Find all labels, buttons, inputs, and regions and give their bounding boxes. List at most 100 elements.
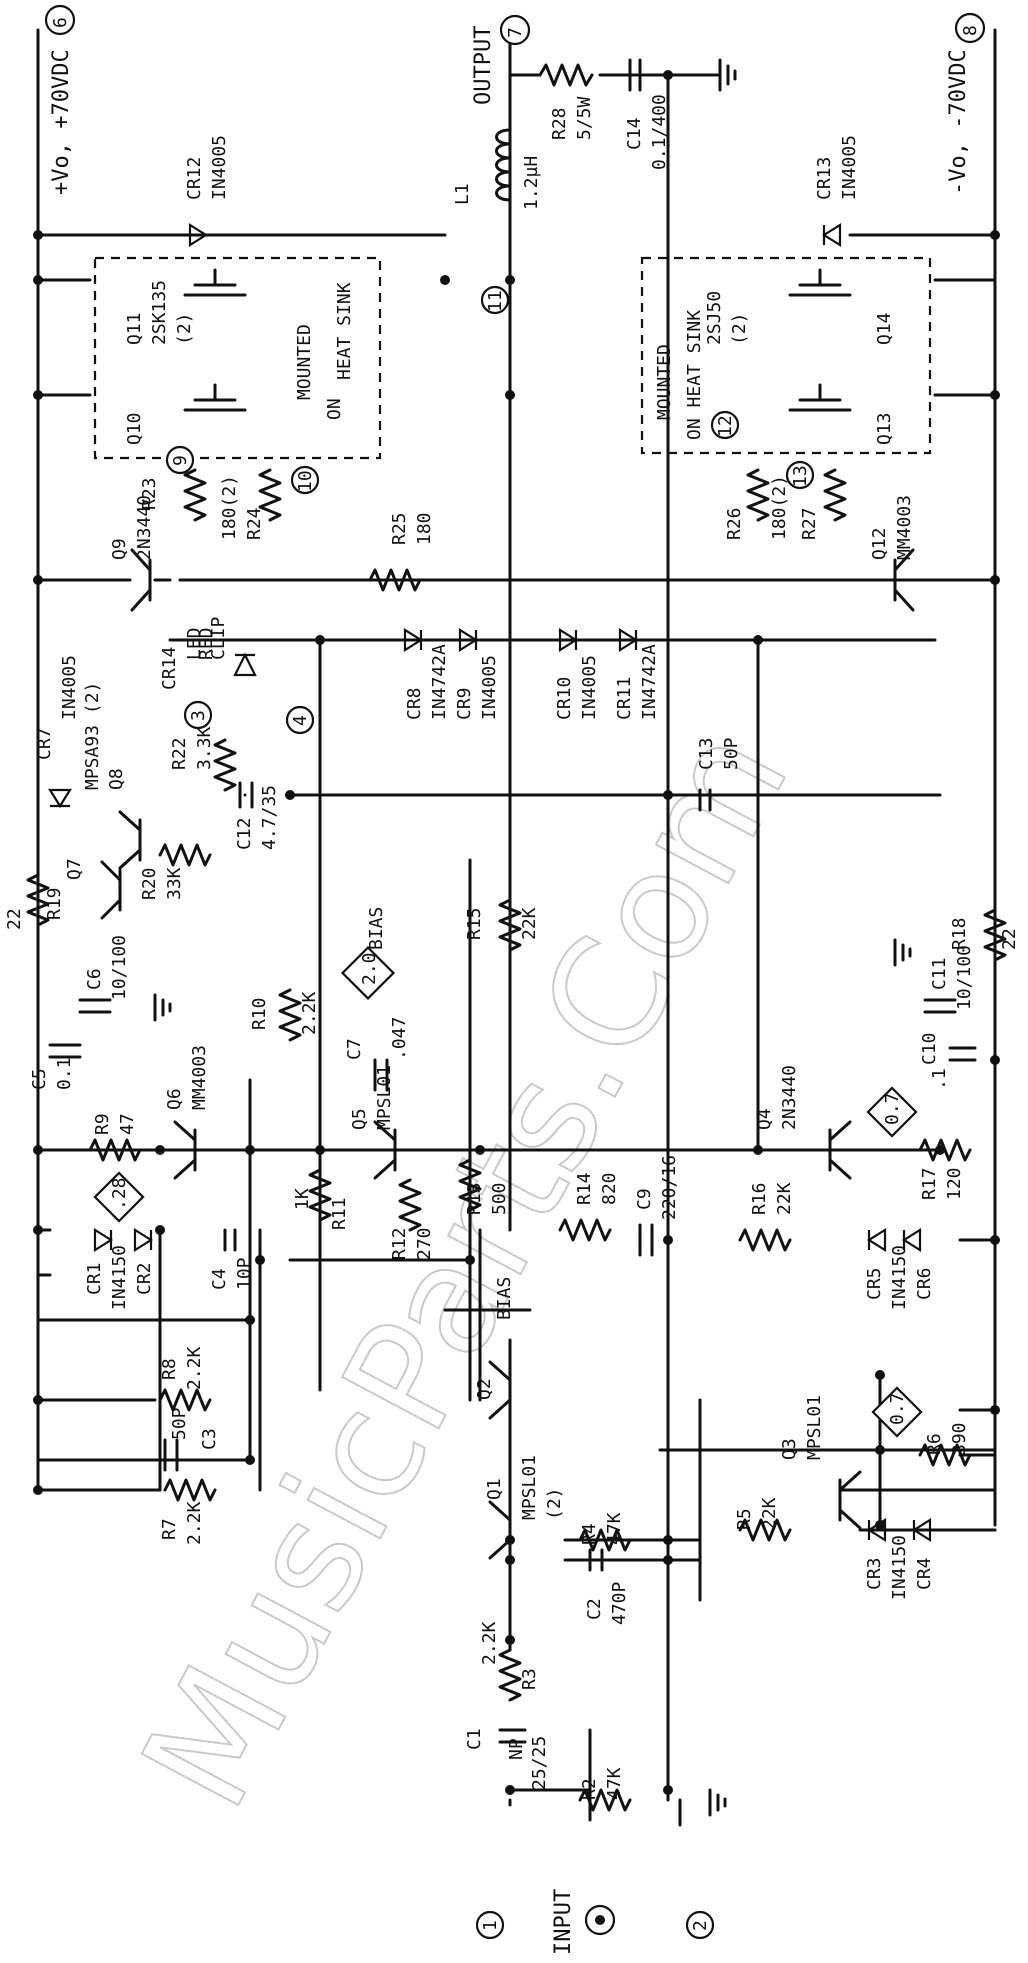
value-r12: 270: [414, 1227, 435, 1260]
label-r6: R6: [924, 1433, 945, 1455]
value-cr9: IN4005: [479, 655, 500, 720]
label-c12: C12: [234, 817, 255, 850]
transistor-q4: [828, 1120, 852, 1180]
diodes: [48, 223, 932, 1542]
resistor-r28: [538, 63, 594, 87]
ground-output: [718, 58, 737, 92]
bias-label-2: BIAS: [494, 1277, 515, 1320]
terminal-10: 10: [295, 470, 316, 492]
value-c13: 50P: [721, 737, 742, 770]
transistor-q1: [488, 1500, 512, 1560]
value-c7: .047: [389, 1017, 410, 1060]
mosfet-q11: [183, 268, 247, 297]
label-q14: Q14: [874, 312, 895, 345]
diamond-0-7a: [866, 1086, 918, 1138]
label-cr14: CR14: [159, 647, 180, 690]
watermark: MusicParts.Com: [109, 700, 824, 1836]
label-q4: Q4: [754, 1108, 775, 1130]
label-neg-rail: -Vo, -70VDC: [946, 49, 971, 195]
value-r4: 47K: [604, 1512, 625, 1545]
value-r22: 3.3K: [194, 726, 215, 770]
capacitor-c9: [638, 1223, 654, 1257]
value-q8: MPSA93 (2): [82, 682, 103, 790]
terminal-12: 12: [715, 415, 736, 437]
diode-cr3: [866, 1518, 887, 1542]
value-cr12: IN4005: [209, 135, 230, 200]
value-c9: 220/16: [659, 1155, 680, 1220]
value-q11b: (2): [174, 312, 195, 345]
capacitor-c5: [48, 1043, 82, 1059]
value-q11: 2SK135: [149, 280, 170, 345]
label-q9: Q9: [109, 538, 130, 560]
label-c13: C13: [696, 737, 717, 770]
value-cr14: LED: [184, 627, 205, 660]
label-r7: R7: [159, 1518, 180, 1540]
value-r14: 820: [599, 1172, 620, 1205]
label-r3: R3: [519, 1668, 540, 1690]
value-cr5: IN4150: [889, 1245, 910, 1310]
diode-cr2: [133, 1228, 154, 1252]
label-q8: Q8: [106, 768, 127, 790]
ground-c6: [153, 993, 172, 1022]
value-r17: 120: [944, 1167, 965, 1200]
transistor-q3: [838, 1470, 862, 1530]
value-q1: MPSL01: [519, 1455, 540, 1520]
value-c10: .1: [929, 1068, 950, 1090]
label-c10: C10: [919, 1032, 940, 1065]
diode-cr9: [458, 628, 479, 652]
resistor-r14: [558, 1218, 612, 1242]
label-cr13: CR13: [814, 157, 835, 200]
resistor-r24: [258, 468, 282, 522]
mosfet-q13: [788, 383, 852, 412]
capacitors: [48, 58, 977, 1744]
label-c7: C7: [344, 1038, 365, 1060]
resistor-r27: [823, 468, 847, 522]
transistor-q8: [118, 810, 142, 870]
label-r22: R22: [169, 737, 190, 770]
capacitor-c7: [373, 1058, 389, 1092]
label-c9: C9: [634, 1188, 655, 1210]
terminal-1: 1: [480, 1920, 501, 1931]
diode-cr13: [821, 223, 842, 247]
label-c5: C5: [29, 1068, 50, 1090]
resistors: [26, 63, 1007, 1812]
resistor-r16: [738, 1228, 792, 1252]
value-c3: 50P: [169, 1407, 190, 1440]
label-cr4: CR4: [914, 1557, 935, 1590]
label-cr11: CR11: [614, 677, 635, 720]
value-l1: 1.2µH: [521, 156, 542, 210]
resistor-r15: [498, 898, 522, 952]
bias-d2: 0.7: [882, 1092, 903, 1125]
terminal-6: 6: [50, 17, 71, 28]
capacitor-c2: [588, 1548, 604, 1572]
label-q12: Q12: [869, 527, 890, 560]
label-r9: R9: [92, 1113, 113, 1135]
capacitor-c4: [223, 1228, 237, 1252]
value-c6: 10/100: [109, 935, 130, 1000]
diode-cr14: [233, 652, 257, 677]
mosfet-q10: [183, 383, 247, 412]
value-q3: MPSL01: [804, 1395, 825, 1460]
value-cr14a: RED: [196, 627, 217, 660]
bias-value-1: 2.0: [359, 952, 380, 985]
label-r4: R4: [579, 1523, 600, 1545]
label-r2: R2: [579, 1778, 600, 1800]
input-jack[interactable]: [584, 1904, 616, 1936]
label-q1: Q1: [484, 1478, 505, 1500]
terminal-8: 8: [960, 25, 981, 36]
value-c11: 10/100: [954, 945, 975, 1010]
resistor-r3: [498, 1648, 522, 1702]
resistor-r19: [26, 873, 50, 927]
terminals: [44, 4, 986, 1940]
label-r25: R25: [389, 512, 410, 545]
value-r2: 47K: [604, 1767, 625, 1800]
label-r15: R15: [464, 907, 485, 940]
value-cr3: IN4150: [889, 1535, 910, 1600]
label-cr5: CR5: [864, 1267, 885, 1300]
label-pos-rail: +Vo, +70VDC: [49, 49, 74, 195]
value-c12: 4.7/35: [259, 785, 280, 850]
label-cr7: CR7: [34, 727, 55, 760]
diode-cr7: [48, 788, 72, 809]
resistor-r25: [368, 568, 422, 592]
label-c6: C6: [84, 968, 105, 990]
